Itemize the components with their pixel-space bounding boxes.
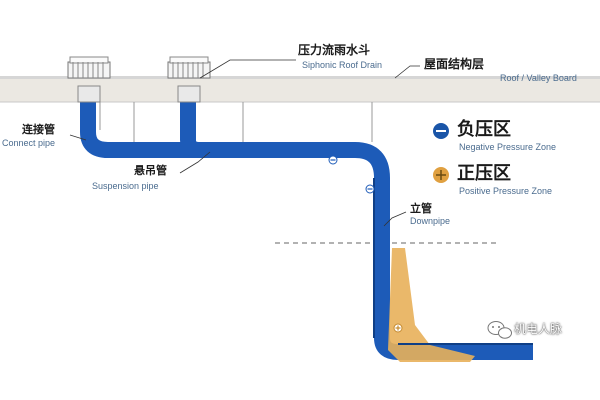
minus-circle-icon <box>433 123 449 139</box>
siphonic-drain-label-cn: 压力流雨水斗 <box>298 43 371 57</box>
roof-drain-left <box>67 56 111 103</box>
siphonic-drain-label-en: Siphonic Roof Drain <box>302 60 383 70</box>
suspension-pipe-label-en: Suspension pipe <box>92 181 159 191</box>
watermark-text: 机电人脉 <box>514 322 563 336</box>
plus-marker <box>393 323 403 333</box>
positive-pressure-zone <box>388 248 475 362</box>
plus-circle-icon <box>433 167 449 183</box>
minus-marker-2 <box>365 184 375 194</box>
leader-lines <box>69 59 420 227</box>
minus-marker-1 <box>328 155 338 165</box>
roof-drain-right <box>167 56 211 103</box>
connect-pipe-label-cn: 连接管 <box>22 123 55 136</box>
legend-negative-cn: 负压区 <box>457 119 511 140</box>
suspension-pipe-label-cn: 悬吊管 <box>134 164 167 177</box>
roof-label-cn: 屋面结构层 <box>424 57 485 71</box>
pipe-support-lines <box>99 102 373 142</box>
pipe-network <box>80 102 533 360</box>
downpipe-label-en: Downpipe <box>410 216 451 226</box>
downpipe-label-cn: 立管 <box>410 202 432 215</box>
legend-negative-en: Negative Pressure Zone <box>459 142 557 152</box>
roof-slab-top-band <box>0 76 600 79</box>
legend-positive-en: Positive Pressure Zone <box>459 186 553 196</box>
roof-label-en: Roof / Valley Board <box>500 73 577 83</box>
wechat-icon <box>487 321 512 339</box>
connect-pipe-label-en: Connect pipe <box>2 138 56 148</box>
branch-pipe <box>180 102 201 158</box>
legend-positive-cn: 正压区 <box>457 163 511 184</box>
